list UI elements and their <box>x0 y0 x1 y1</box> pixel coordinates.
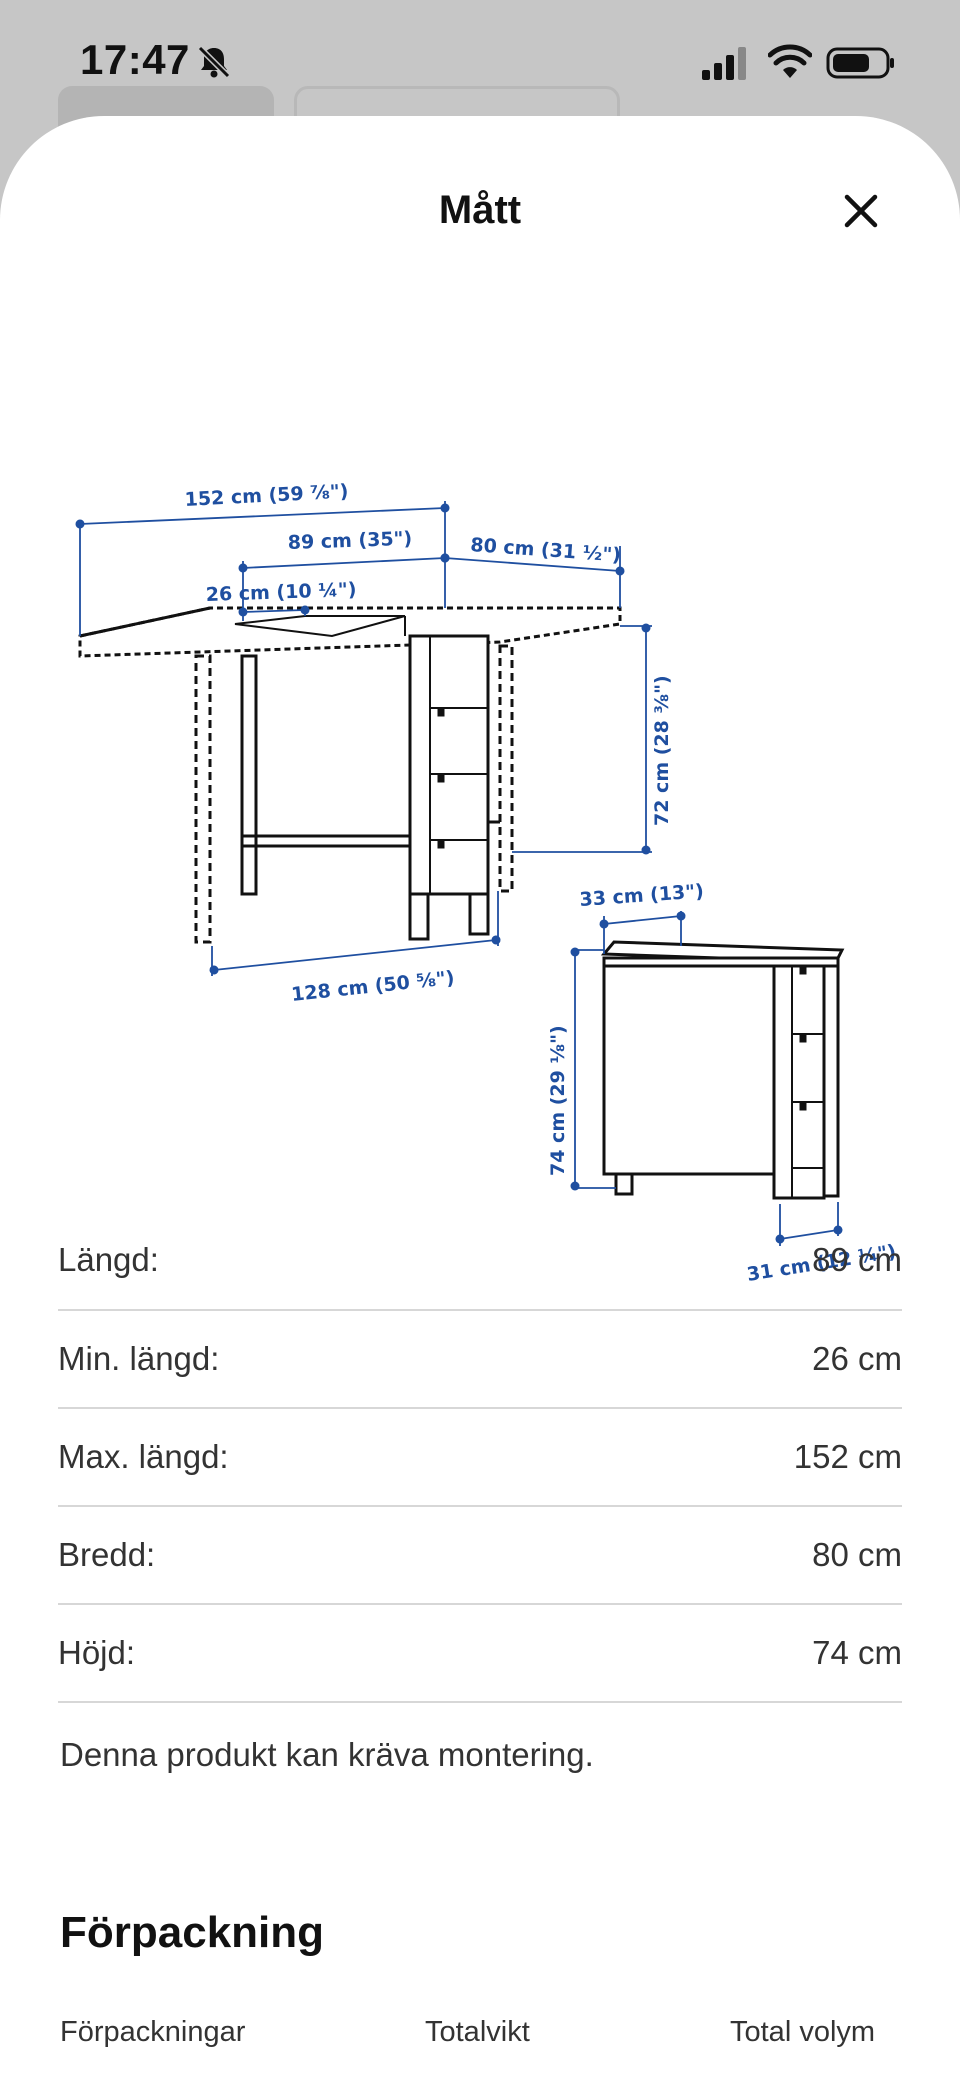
spec-row-max-length: Max. längd: 152 cm <box>58 1409 902 1507</box>
spec-label: Bredd: <box>58 1536 156 1573</box>
spec-row-height: Höjd: 74 cm <box>58 1605 902 1703</box>
bell-muted-icon <box>197 45 231 79</box>
battery-icon <box>826 47 894 79</box>
spec-row-length: Längd: 89 cm <box>58 1211 902 1311</box>
dim-min-length: 26 cm (10 ¼") <box>205 579 356 606</box>
dim-length: 89 cm (35") <box>287 528 412 554</box>
folded-table-drawing <box>600 940 845 1200</box>
packaging-column-packages: Förpackningar <box>60 2016 246 2048</box>
spec-value: 80 cm <box>812 1536 902 1573</box>
spec-label: Längd: <box>58 1241 159 1278</box>
spec-row-width: Bredd: 80 cm <box>58 1507 902 1605</box>
spec-row-min-length: Min. längd: 26 cm <box>58 1311 902 1409</box>
open-table-drawing <box>78 606 622 944</box>
cellular-signal-icon <box>702 47 746 80</box>
folded-table-dimensions <box>570 911 843 1246</box>
dim-base-length: 128 cm (50 ⅝") <box>290 967 455 1006</box>
packaging-column-total-weight: Totalvikt <box>425 2016 530 2048</box>
spec-label: Min. längd: <box>58 1340 220 1377</box>
spec-value: 152 cm <box>793 1438 902 1475</box>
spec-label: Max. längd: <box>58 1438 229 1475</box>
spec-value: 74 cm <box>812 1634 902 1671</box>
close-button[interactable] <box>836 186 886 236</box>
close-icon <box>844 194 878 228</box>
wifi-icon <box>768 44 812 78</box>
open-table-dimensions <box>75 501 652 976</box>
dimension-illustration: 152 cm (59 ⅞") 89 cm (35") 80 cm (31 ½")… <box>75 480 898 1286</box>
dim-full-length: 152 cm (59 ⅞") <box>184 480 349 511</box>
dimension-diagram: 152 cm (59 ⅞") 89 cm (35") 80 cm (31 ½")… <box>60 346 900 1306</box>
status-bar: 17:47 <box>0 0 960 120</box>
status-time: 17:47 <box>80 36 190 83</box>
dim-folded-height: 74 cm (29 ⅛") <box>547 1025 569 1176</box>
sheet-title: Mått <box>438 188 522 232</box>
dimension-specs: Längd: 89 cm Min. längd: 26 cm Max. läng… <box>58 1211 902 1703</box>
spec-label: Höjd: <box>58 1634 136 1671</box>
dim-folded-depth: 33 cm (13") <box>579 880 705 911</box>
dimensions-sheet: Mått <box>0 116 960 2078</box>
packaging-heading: Förpackning <box>60 1908 325 1957</box>
spec-value: 26 cm <box>812 1340 902 1377</box>
dim-height-top: 72 cm (28 ⅜") <box>651 675 673 826</box>
spec-value: 89 cm <box>812 1241 902 1278</box>
assembly-note: Denna produkt kan kräva montering. <box>60 1736 594 1773</box>
packaging-column-total-volume: Total volym <box>730 2016 876 2048</box>
